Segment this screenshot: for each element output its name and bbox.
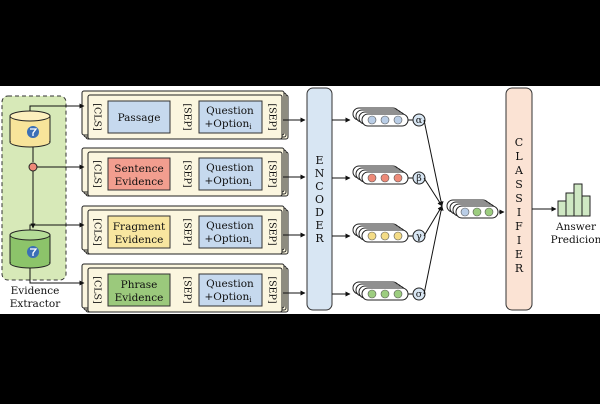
passage-arrow <box>29 103 85 111</box>
cls-token: [CLS] <box>92 160 103 188</box>
option-subscript: i <box>249 180 252 188</box>
extractor-junction-node <box>28 162 38 172</box>
evidence-box <box>107 157 171 191</box>
output-label-line2: Predicion <box>551 234 600 246</box>
weight-to-fusion-arrow <box>423 177 443 207</box>
question-option-box <box>198 215 263 249</box>
weight-symbol: σ <box>416 289 423 300</box>
question-label: Question <box>206 162 254 174</box>
vector-cell <box>393 231 403 241</box>
vector-cell <box>367 173 377 183</box>
evidence-label-line1: Fragment <box>113 221 166 233</box>
phrase-arrow <box>29 268 85 286</box>
option-label: +Optioni <box>204 233 252 246</box>
sep-token-1: [SEP] <box>182 276 193 303</box>
cls-token: [CLS] <box>92 103 103 131</box>
vector-cell <box>380 231 390 241</box>
answer-bar-1 <box>557 200 567 217</box>
weight-to-fusion-arrow <box>423 205 443 237</box>
evidence-label-line2: Evidence <box>115 292 164 304</box>
vector-cell <box>380 289 390 299</box>
option-label: +Optioni <box>204 118 252 131</box>
vector-cell <box>367 115 377 125</box>
fused-vector-cell <box>460 207 470 217</box>
fused-vector-cell <box>484 207 494 217</box>
question-option-box <box>198 157 263 191</box>
option-label: +Optioni <box>204 175 252 188</box>
evidence-box <box>107 215 171 249</box>
option-subscript: i <box>249 123 252 131</box>
cls-token: [CLS] <box>92 218 103 246</box>
extractor-label-line2: Extractor <box>10 298 62 310</box>
vector-cell <box>380 173 390 183</box>
cls-token: [CLS] <box>92 276 103 304</box>
evidence-label-line1: Sentence <box>114 163 163 175</box>
option-subscript: i <box>249 238 252 246</box>
extractor-label-line1: Evidence <box>11 285 60 297</box>
sep-token-2: [SEP] <box>267 160 278 187</box>
weight-symbol: γ <box>416 231 422 242</box>
question-option-box <box>198 100 263 134</box>
weight-symbol: α <box>416 115 423 126</box>
fused-vector-cell <box>472 207 482 217</box>
question-label: Question <box>206 278 254 290</box>
evidence-box <box>107 100 171 134</box>
evidence-box <box>107 273 171 307</box>
evidence-label-line2: Evidence <box>115 176 164 188</box>
question-option-box <box>198 273 263 307</box>
evidence-label-line1: Phrase <box>121 279 158 291</box>
vector-cell <box>393 289 403 299</box>
weight-node-2 <box>412 171 426 185</box>
sep-token-1: [SEP] <box>182 103 193 130</box>
encoded-vector-3 <box>352 223 409 243</box>
vector-cell <box>380 115 390 125</box>
weight-node-4 <box>412 287 426 301</box>
vector-cell <box>367 289 377 299</box>
fragment-arrow <box>29 222 85 230</box>
evidence-label: Passage <box>118 112 161 124</box>
encoded-vector-1 <box>352 107 409 127</box>
weight-to-fusion-arrow <box>423 205 444 295</box>
option-subscript: i <box>249 296 252 304</box>
option-label: +Optioni <box>204 291 252 304</box>
vector-cell <box>393 173 403 183</box>
sep-token-2: [SEP] <box>267 218 278 245</box>
classifier-block <box>505 87 533 311</box>
encoded-vectors: α β γ σ <box>332 107 505 301</box>
encoder-block <box>306 87 333 311</box>
sep-token-1: [SEP] <box>182 218 193 245</box>
answer-bar-2 <box>565 192 575 217</box>
sep-token-2: [SEP] <box>267 276 278 303</box>
sep-token-1: [SEP] <box>182 160 193 187</box>
question-label: Question <box>206 220 254 232</box>
weight-node-3 <box>412 229 426 243</box>
answer-bar-4 <box>581 195 591 217</box>
encoded-vector-4 <box>352 281 409 301</box>
output-label-line1: Answer <box>555 221 597 233</box>
input-rows: [CLS]Passage[SEP]Question+Optioni[SEP][C… <box>29 90 306 313</box>
weight-to-fusion-arrow <box>423 119 444 207</box>
evidence-label-line2: Evidence <box>115 234 164 246</box>
input-row-1: [CLS] Passage [SEP] Question+Optioni [SEP] <box>81 90 306 140</box>
encoded-vector-2 <box>352 165 409 185</box>
evidence-database-icon <box>9 229 51 269</box>
answer-bar-3 <box>573 183 583 217</box>
passage-database-icon <box>9 110 51 148</box>
weight-node-1 <box>412 113 426 127</box>
vector-cell <box>367 231 377 241</box>
question-label: Question <box>206 105 254 117</box>
extractor-arrows <box>29 103 85 286</box>
vector-cell <box>393 115 403 125</box>
fused-vector <box>446 199 499 219</box>
weight-symbol: β <box>416 173 422 184</box>
sep-token-2: [SEP] <box>267 103 278 130</box>
answer-distribution-bars <box>557 183 591 217</box>
